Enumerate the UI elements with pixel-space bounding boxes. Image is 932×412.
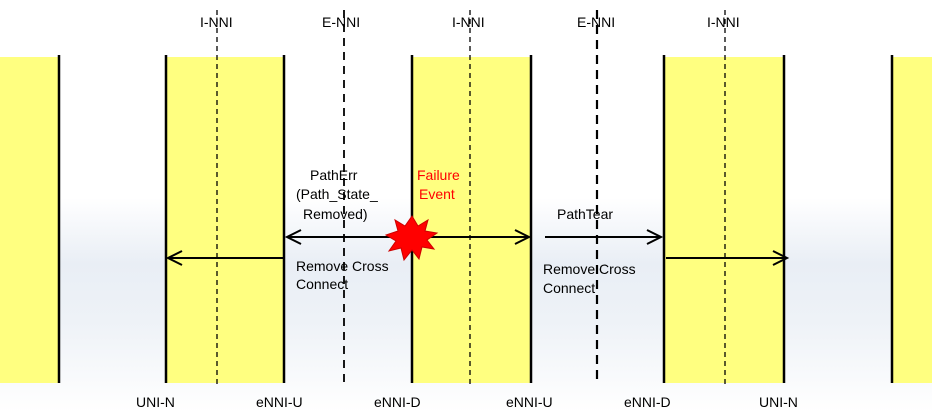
interface-label: E-NNI [577, 14, 616, 30]
node-block-5 [892, 57, 932, 383]
failure-event-icon [384, 215, 439, 262]
remove-cross-connect-label: Remove Cross [296, 258, 389, 274]
node-label: eNNI-U [506, 394, 553, 410]
interface-label: E-NNI [322, 14, 361, 30]
interface-label: I-NNI [707, 14, 740, 30]
failure-event-label: Failure [417, 167, 460, 183]
patherr-label: PathErr [310, 167, 358, 183]
node-label: eNNI-D [624, 394, 671, 410]
pathtear-label: PathTear [557, 206, 614, 222]
node-block-2 [166, 57, 284, 383]
node-label: eNNI-D [374, 394, 421, 410]
remove-cross-connect-label: Connect [543, 280, 596, 296]
node-label: eNNI-U [256, 394, 303, 410]
node-block-1 [0, 57, 59, 383]
node-label: UNI-N [136, 394, 175, 410]
patherr-label: (Path_State_ [296, 186, 378, 202]
node-block-4 [664, 57, 784, 383]
failure-event-label: Event [419, 186, 455, 202]
patherr-label: Removed) [303, 206, 368, 222]
interface-label: I-NNI [452, 14, 485, 30]
remove-cross-connect-label: Connect [296, 276, 349, 292]
remove-cross-connect-label: Remove Cross [543, 261, 636, 277]
interface-label: I-NNI [200, 14, 233, 30]
node-block-3 [412, 57, 531, 383]
node-label: UNI-N [759, 394, 798, 410]
